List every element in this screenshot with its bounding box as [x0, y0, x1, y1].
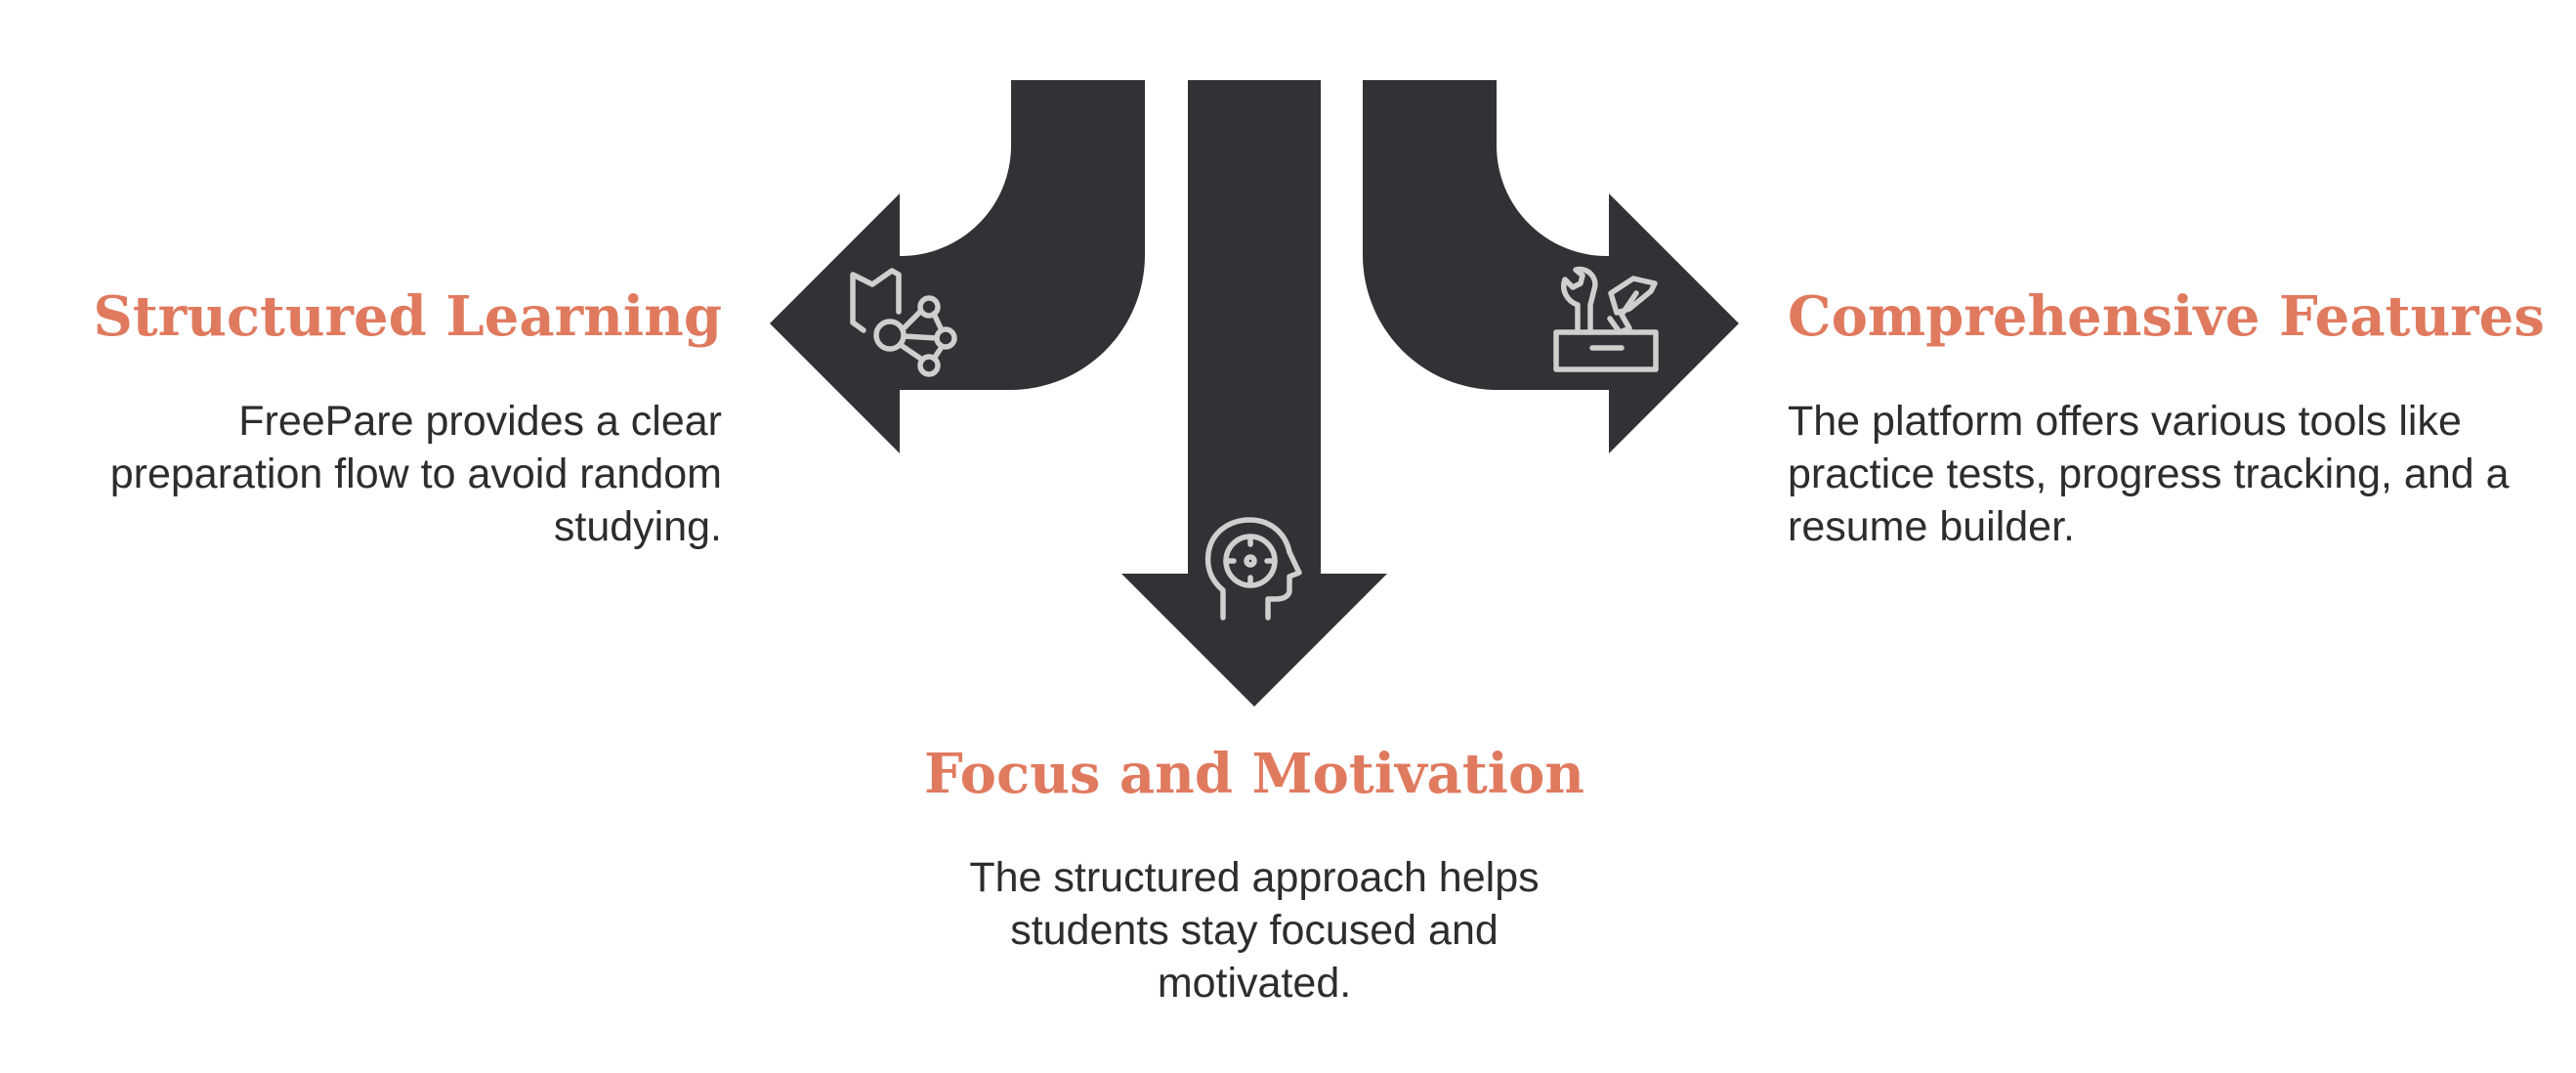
structured-learning-description: FreePare provides a clear preparation fl… — [109, 398, 722, 550]
comprehensive-features-title: Comprehensive Features — [1788, 284, 2545, 349]
right-branch-arrow — [1363, 80, 1739, 453]
toolbox-icon — [1553, 266, 1659, 372]
center-branch-arrow — [1121, 80, 1387, 707]
focus-motivation-title: Focus and Motivation — [923, 742, 1585, 806]
structured-learning-title: Structured Learning — [93, 284, 722, 349]
left-branch-arrow — [770, 80, 1145, 453]
learning-network-icon — [850, 268, 957, 377]
focus-motivation-description: The structured approach helps students s… — [969, 854, 1540, 1007]
head-target-icon — [1204, 517, 1302, 621]
comprehensive-features-description: The platform offers various tools like p… — [1788, 398, 2510, 550]
